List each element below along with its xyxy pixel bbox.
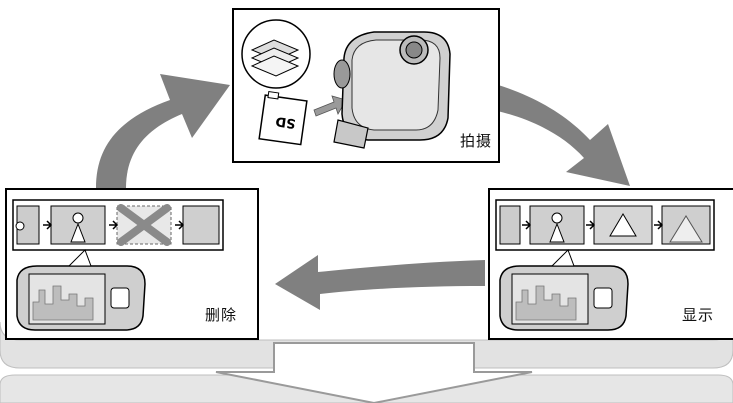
film-strip-icon [495, 199, 715, 251]
step-delete-label: 删除 [205, 306, 238, 324]
step-shoot-label: 拍摄 [460, 132, 493, 150]
step-delete-panel: 删除 [5, 188, 259, 340]
camera-screen-icon [499, 249, 629, 331]
arrow-display-to-delete [275, 255, 485, 310]
camera-icon [333, 31, 451, 149]
step-display-label: 显示 [682, 306, 715, 324]
step-shoot-panel: SD 拍摄 [232, 8, 500, 163]
delete-illustration [12, 199, 224, 331]
display-illustration [495, 199, 715, 331]
memory-card-icon: SD [258, 91, 308, 146]
insert-arrow-icon [313, 95, 347, 117]
delete-x-icon [117, 204, 171, 246]
down-arrow [215, 342, 533, 403]
photo-stack-icon [241, 19, 311, 89]
shoot-illustration: SD [241, 19, 451, 149]
camera-screen-icon [16, 249, 146, 331]
arrow-delete-to-shoot [96, 74, 230, 188]
svg-text:SD: SD [274, 113, 296, 131]
step-display-panel: 显示 [488, 188, 733, 340]
